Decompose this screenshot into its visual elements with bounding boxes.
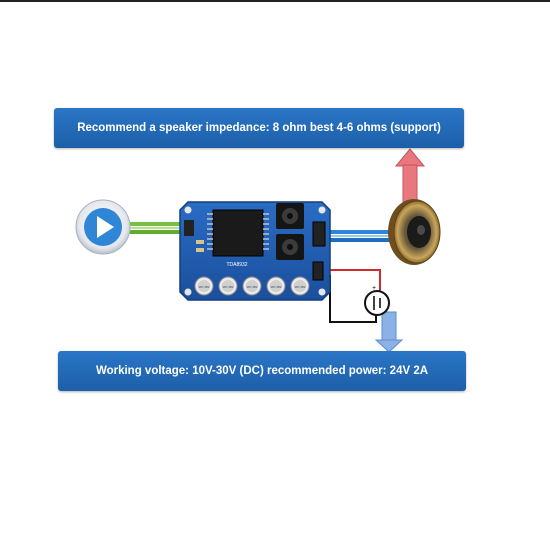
- working-voltage-banner: Working voltage: 10V-30V (DC) recommende…: [58, 351, 466, 391]
- inductor: [276, 203, 304, 229]
- speaker-impedance-banner: Recommend a speaker impedance: 8 ohm bes…: [54, 108, 464, 148]
- capacitor: VIO 16V: [218, 276, 238, 296]
- output-wires: [330, 230, 398, 242]
- capacitor: VIO 16V: [242, 276, 262, 296]
- capacitor-label: VIO 16V: [246, 285, 257, 289]
- capacitor-label: VIO 16V: [222, 285, 233, 289]
- working-voltage-text: Working voltage: 10V-30V (DC) recommende…: [95, 365, 429, 377]
- arrow-up-icon: [394, 148, 426, 204]
- svg-text:+: +: [372, 285, 376, 292]
- capacitor: VIO 16V: [290, 276, 310, 296]
- capacitor: VIO 16V: [194, 276, 214, 296]
- amplifier-chip: [207, 209, 269, 257]
- battery-icon: +: [364, 285, 390, 316]
- arrow-down-icon: [374, 311, 404, 353]
- top-border-line: [0, 0, 550, 2]
- chip-label: TDA8932: [226, 262, 247, 268]
- capacitor: VIO 16V: [266, 276, 286, 296]
- play-icon: [75, 199, 131, 255]
- inductor: [276, 234, 304, 260]
- capacitor-label: VIO 16V: [198, 285, 209, 289]
- speaker-icon: [388, 199, 441, 265]
- capacitor-label: VIO 16V: [270, 285, 281, 289]
- capacitor-label: VIO 16V: [294, 285, 305, 289]
- amplifier-board: TDA8932 VIO 16V VIO 16V: [179, 201, 331, 301]
- speaker-impedance-text: Recommend a speaker impedance: 8 ohm bes…: [77, 122, 441, 134]
